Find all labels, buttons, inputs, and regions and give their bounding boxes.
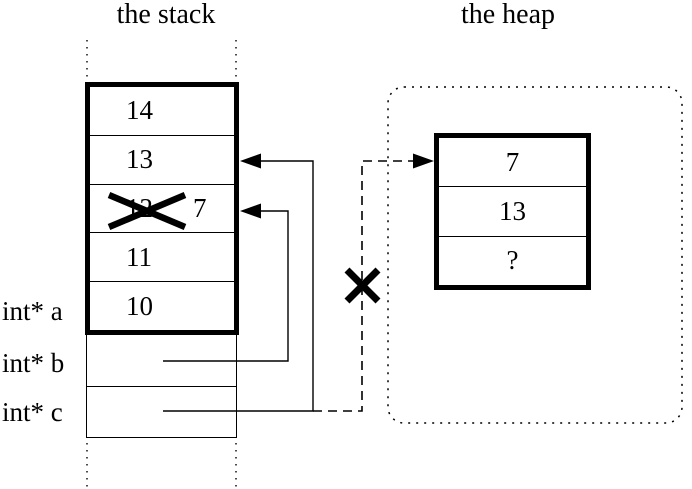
var-label-a: int* a xyxy=(2,296,63,326)
arrowhead-heap-icon xyxy=(413,153,434,169)
stack-frame-box: 14 13 12 7 11 10 xyxy=(85,82,239,335)
stack-cell-new-value: 7 xyxy=(193,192,207,223)
stack-cell-14: 14 xyxy=(90,87,234,136)
heap-cell-value: ? xyxy=(506,245,519,276)
stack-title: the stack xyxy=(116,0,216,30)
stack-cell-value: 10 xyxy=(126,290,153,321)
pointer-cell-b xyxy=(87,335,236,387)
stack-bottom-guides xyxy=(86,443,237,488)
heap-cell-2: ? xyxy=(439,237,586,285)
crossout-dangling-pointer-icon xyxy=(344,267,381,304)
stack-cell-13: 13 xyxy=(90,136,234,185)
stack-cell-value: 14 xyxy=(126,95,153,126)
heap-title: the heap xyxy=(460,0,556,30)
stack-cell-10: 10 xyxy=(90,282,234,330)
stack-cell-11: 11 xyxy=(90,233,234,283)
heap-cell-value: 13 xyxy=(499,195,526,226)
pointer-cells-box xyxy=(86,335,237,438)
stack-cell-value: 13 xyxy=(126,144,153,175)
var-label-c: int* c xyxy=(2,397,63,427)
arrowhead-c-icon xyxy=(240,153,261,169)
pointer-cell-c xyxy=(87,387,236,438)
heap-cell-value: 7 xyxy=(505,146,520,177)
stack-cell-overwritten: 12 7 xyxy=(90,185,234,234)
var-label-b: int* b xyxy=(2,348,65,378)
stack-top-guides xyxy=(86,40,237,77)
stack-cell-value: 11 xyxy=(126,241,152,272)
stack-cell-old-value-crossed: 12 xyxy=(126,192,153,223)
heap-cell-1: 13 xyxy=(439,187,586,237)
dangling-pointer-dashed-arrow xyxy=(313,153,434,412)
heap-block-box: 7 13 ? xyxy=(434,133,591,290)
heap-cell-0: 7 xyxy=(439,138,586,188)
arrowhead-b-icon xyxy=(240,203,261,219)
